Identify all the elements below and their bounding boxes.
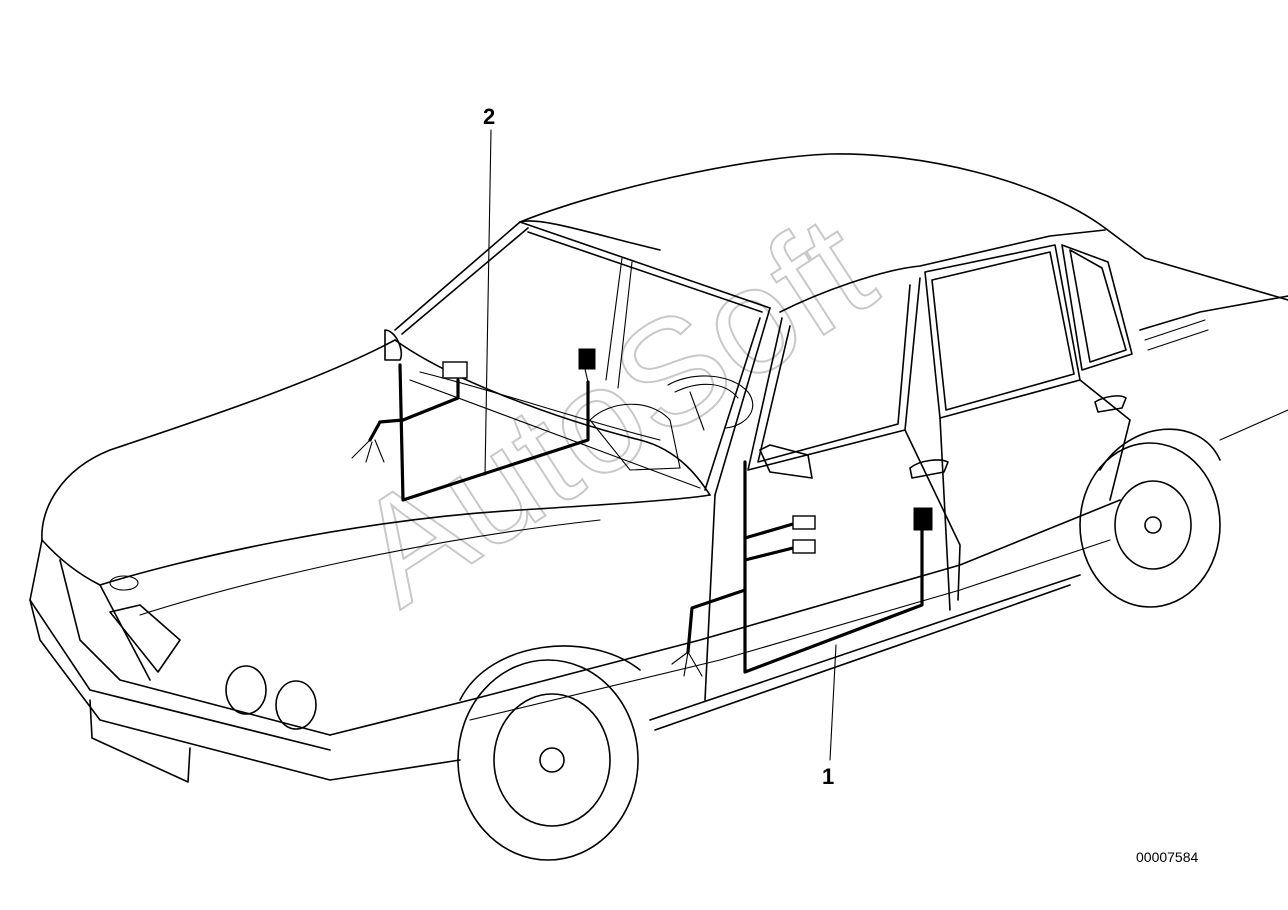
car-body (29, 153, 1288, 861)
harness-2 (351, 348, 596, 502)
callout-2-label: 2 (483, 104, 495, 129)
part-number: 00007584 (1136, 849, 1199, 865)
callout-1-label: 1 (822, 764, 834, 789)
callout-2-group: 2 (483, 104, 495, 476)
harness-1 (671, 460, 933, 677)
connector-center-console (578, 348, 596, 370)
connector-door-lower (792, 539, 816, 554)
connector-windshield (442, 361, 468, 379)
connector-door-switch (913, 507, 933, 531)
connector-door-upper (792, 515, 816, 530)
watermark: AutoSoft (326, 183, 900, 637)
callout-1-group: 1 (822, 644, 837, 789)
